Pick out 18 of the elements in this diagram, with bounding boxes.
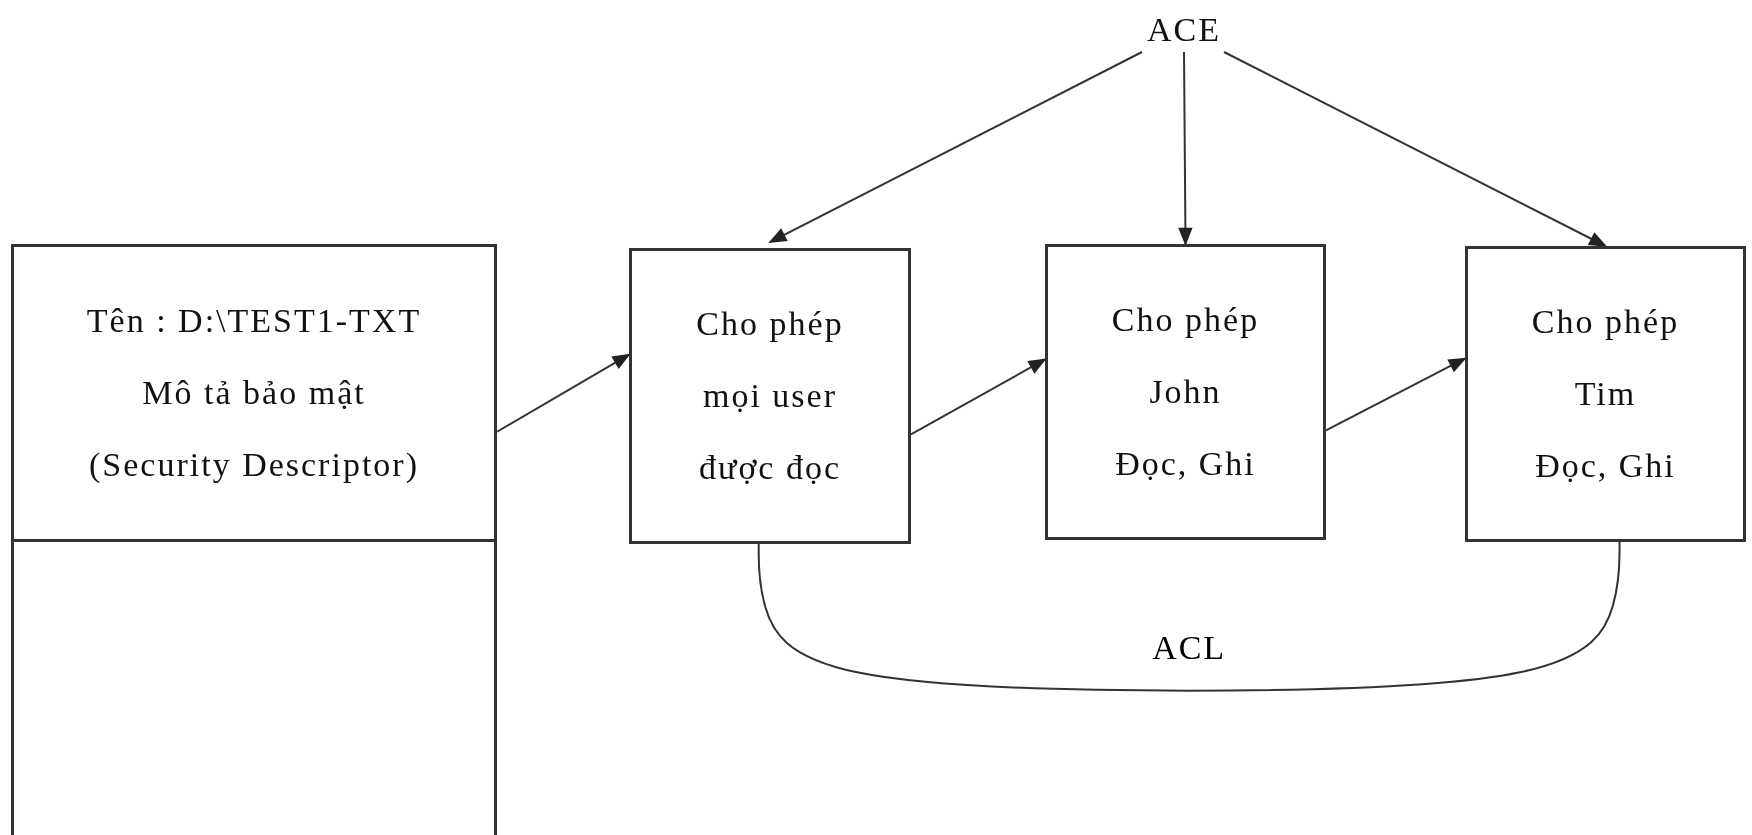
arrow (1325, 357, 1467, 432)
arrow (768, 51, 1143, 244)
node-label: ACE (1147, 10, 1221, 50)
connector-line (757, 541, 1621, 692)
empty-box (11, 539, 497, 835)
process-box (1045, 244, 1326, 540)
arrow (496, 353, 631, 433)
arrow (1223, 51, 1608, 247)
arrow (1178, 51, 1193, 246)
box-text: Cho phép John Đọc, Ghi (1111, 300, 1260, 484)
box-text: Mô tả bảo mật (Security Descriptor) (88, 373, 420, 485)
process-box (11, 244, 497, 542)
process-box (1465, 246, 1746, 542)
box-text: Cho phép mọi user được đọc (696, 304, 844, 488)
process-box (629, 248, 911, 544)
box-text: Cho phép Tim Đọc, Ghi (1531, 302, 1680, 486)
box-text: Tên : D:\TEST1-TXT (86, 301, 422, 341)
arrow (910, 358, 1047, 436)
